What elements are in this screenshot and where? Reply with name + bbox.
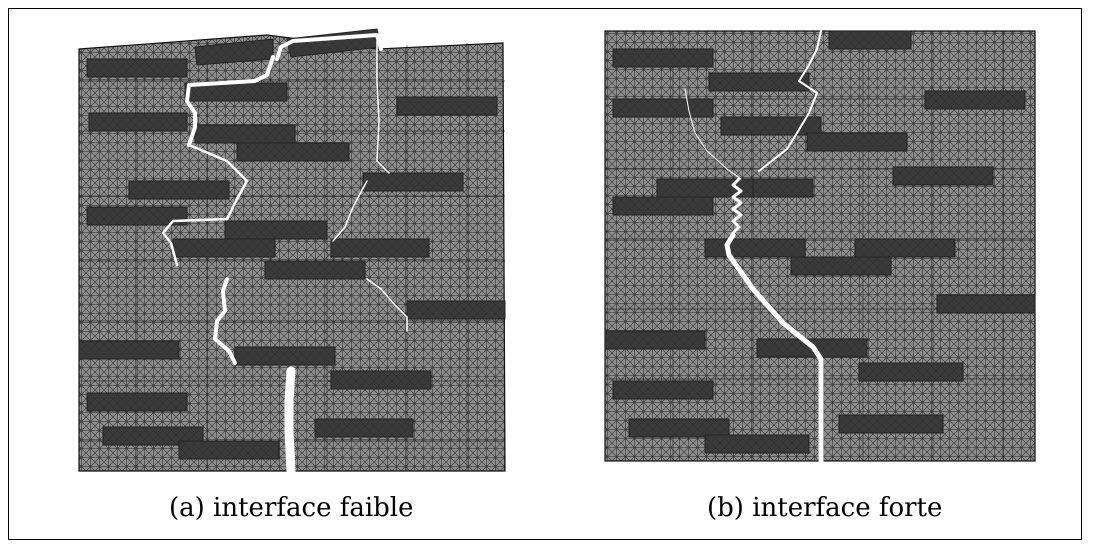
panel-a	[77, 21, 507, 483]
panel-b-mesh-image	[604, 30, 1036, 463]
inclusions	[78, 28, 506, 460]
panel-b	[603, 29, 1037, 463]
crack-paths	[161, 33, 408, 476]
figure-frame: (a) interface faible (b) interface forte	[8, 8, 1082, 540]
panel-a-mesh-image	[78, 28, 506, 476]
crack-paths	[684, 30, 824, 463]
caption-panel-a: (a) interface faible	[169, 493, 414, 523]
inclusions	[604, 30, 1036, 454]
matrix-region	[78, 34, 506, 472]
caption-panel-b: (b) interface forte	[707, 493, 943, 523]
